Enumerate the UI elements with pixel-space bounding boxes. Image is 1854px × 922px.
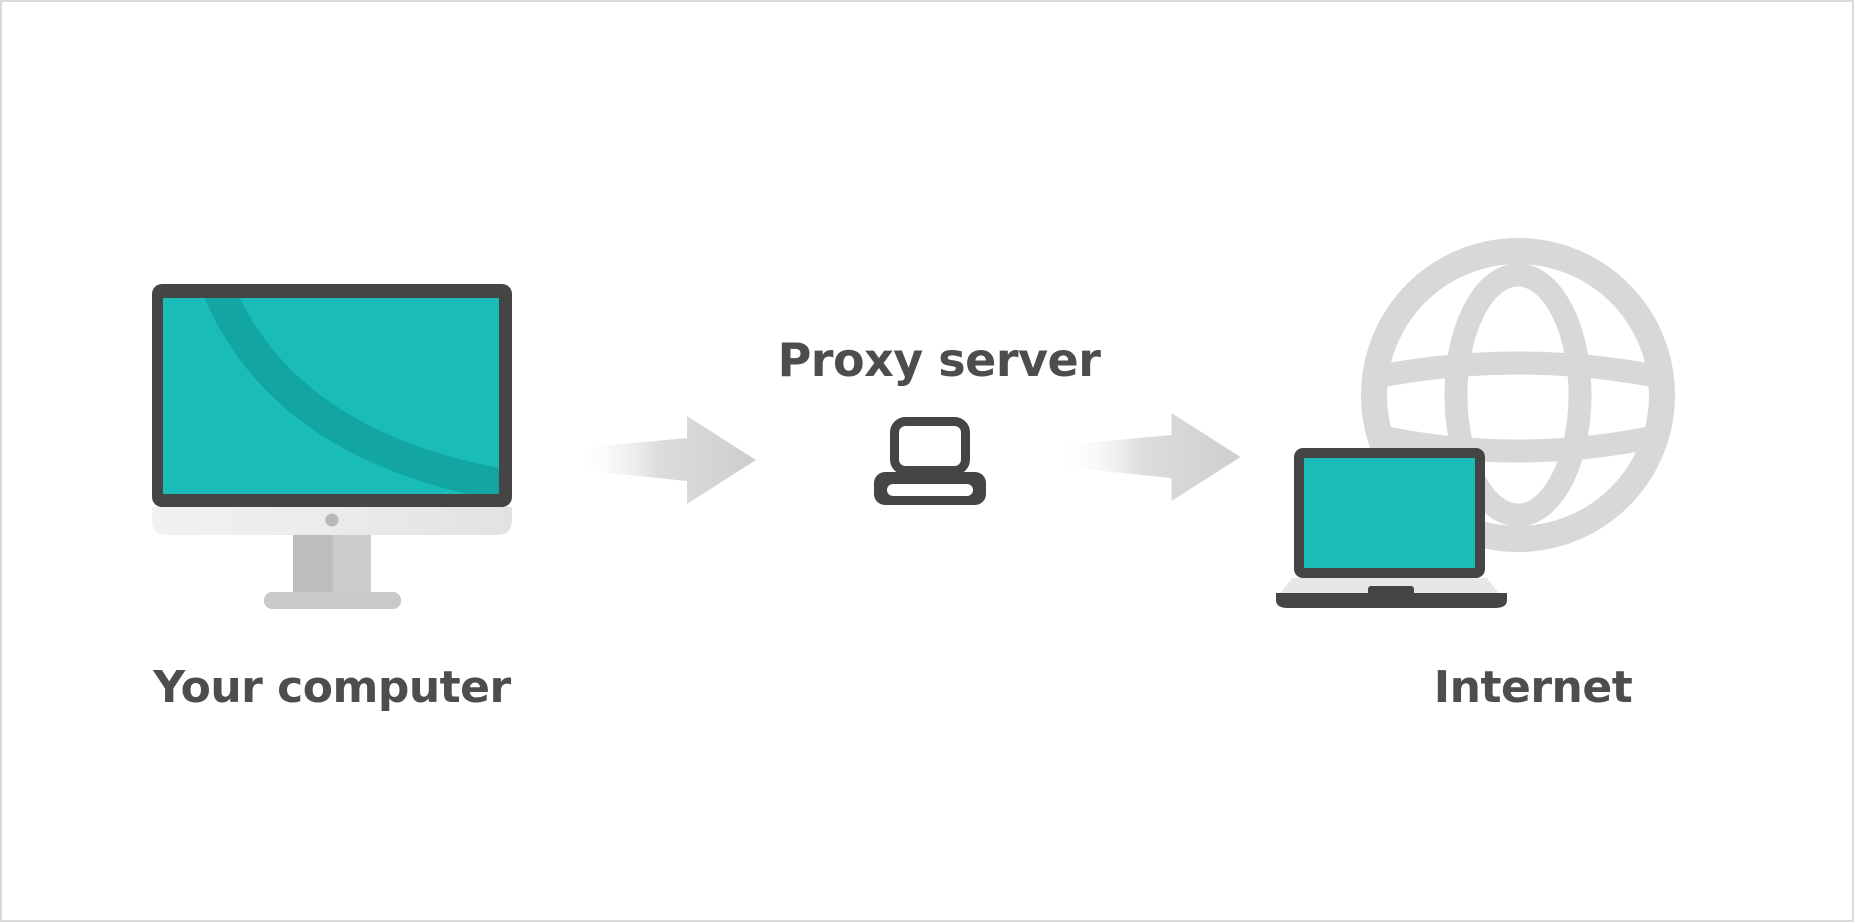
- laptop-with-globe-icon: [1276, 238, 1675, 608]
- monitor-stand-neck: [293, 532, 371, 595]
- globe-icon: [1361, 238, 1675, 552]
- proxy-server-label: Proxy server: [777, 333, 1101, 387]
- arrow-right-icon: [1063, 413, 1241, 501]
- laptop-bottom-bar: [1276, 593, 1507, 608]
- internet-laptop-icon: [1276, 448, 1507, 608]
- monitor-stand-base: [264, 592, 401, 609]
- your-computer-label: Your computer: [153, 662, 511, 713]
- desktop-computer-icon: [152, 284, 512, 609]
- laptop-outline-screen: [890, 417, 970, 475]
- arrow-right-icon: [579, 416, 756, 504]
- laptop-screen: [1304, 458, 1475, 568]
- laptop-outline-icon: [874, 417, 986, 505]
- internet-label: Internet: [1433, 662, 1633, 713]
- camera-dot-icon: [325, 513, 339, 527]
- screen-glare-swoosh: [204, 298, 499, 494]
